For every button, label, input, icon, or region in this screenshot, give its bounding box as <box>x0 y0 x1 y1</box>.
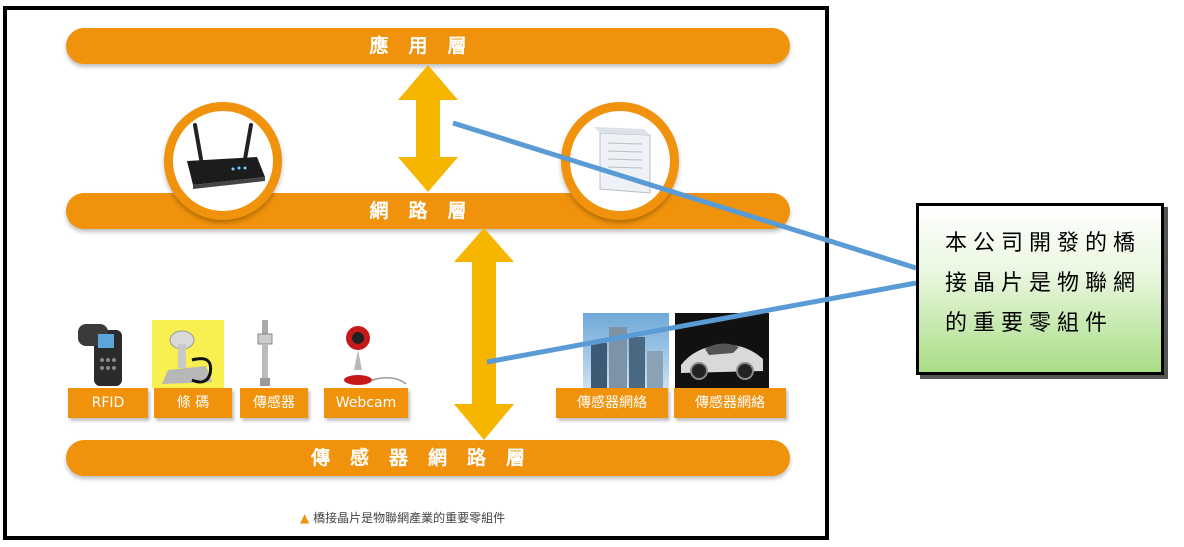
device-label-barcode: 條 碼 <box>154 388 232 418</box>
callout-line-2: 接晶片是物聯網 <box>945 271 1142 296</box>
diagram-caption: ▲ 橋接晶片是物聯網產業的重要零組件 <box>300 509 505 526</box>
device-label-rfid: RFID <box>68 388 148 418</box>
sensor-thumb <box>250 318 280 388</box>
city-buildings-icon <box>591 327 663 391</box>
callout-line-1: 本公司開發的橋 <box>945 231 1142 256</box>
pointer-line-lower <box>486 280 917 365</box>
city-thumb <box>583 313 669 391</box>
sensor-network-layer-band: 傳感器網路層 <box>66 440 790 476</box>
device-label-sensor: 傳感器 <box>240 388 308 418</box>
pointer-line-upper <box>452 120 917 271</box>
lower-double-arrow <box>454 228 514 440</box>
device-label-sensor-network-2: 傳感器網絡 <box>674 388 786 418</box>
router-circle <box>164 102 282 220</box>
sports-car-icon <box>681 343 763 380</box>
webcam-icon <box>344 326 407 385</box>
caption-text: 橋接晶片是物聯網產業的重要零組件 <box>313 511 506 525</box>
device-label-webcam: Webcam <box>324 388 408 418</box>
router-icon <box>187 123 265 189</box>
rfid-thumb <box>68 320 148 390</box>
rfid-scanner-icon <box>78 324 122 386</box>
application-layer-band: 應用層 <box>66 28 790 64</box>
barcode-thumb <box>152 320 224 388</box>
device-label-sensor-network-1: 傳感器網絡 <box>556 388 668 418</box>
barcode-scanner-icon <box>162 330 213 384</box>
caption-marker: ▲ <box>300 511 310 525</box>
sensor-icon <box>257 320 273 386</box>
callout-line-3: 的重要零組件 <box>945 311 1114 336</box>
upper-double-arrow <box>398 65 458 192</box>
webcam-thumb <box>332 318 408 388</box>
callout-box: 本公司開發的橋 接晶片是物聯網 的重要零組件 <box>916 203 1164 375</box>
